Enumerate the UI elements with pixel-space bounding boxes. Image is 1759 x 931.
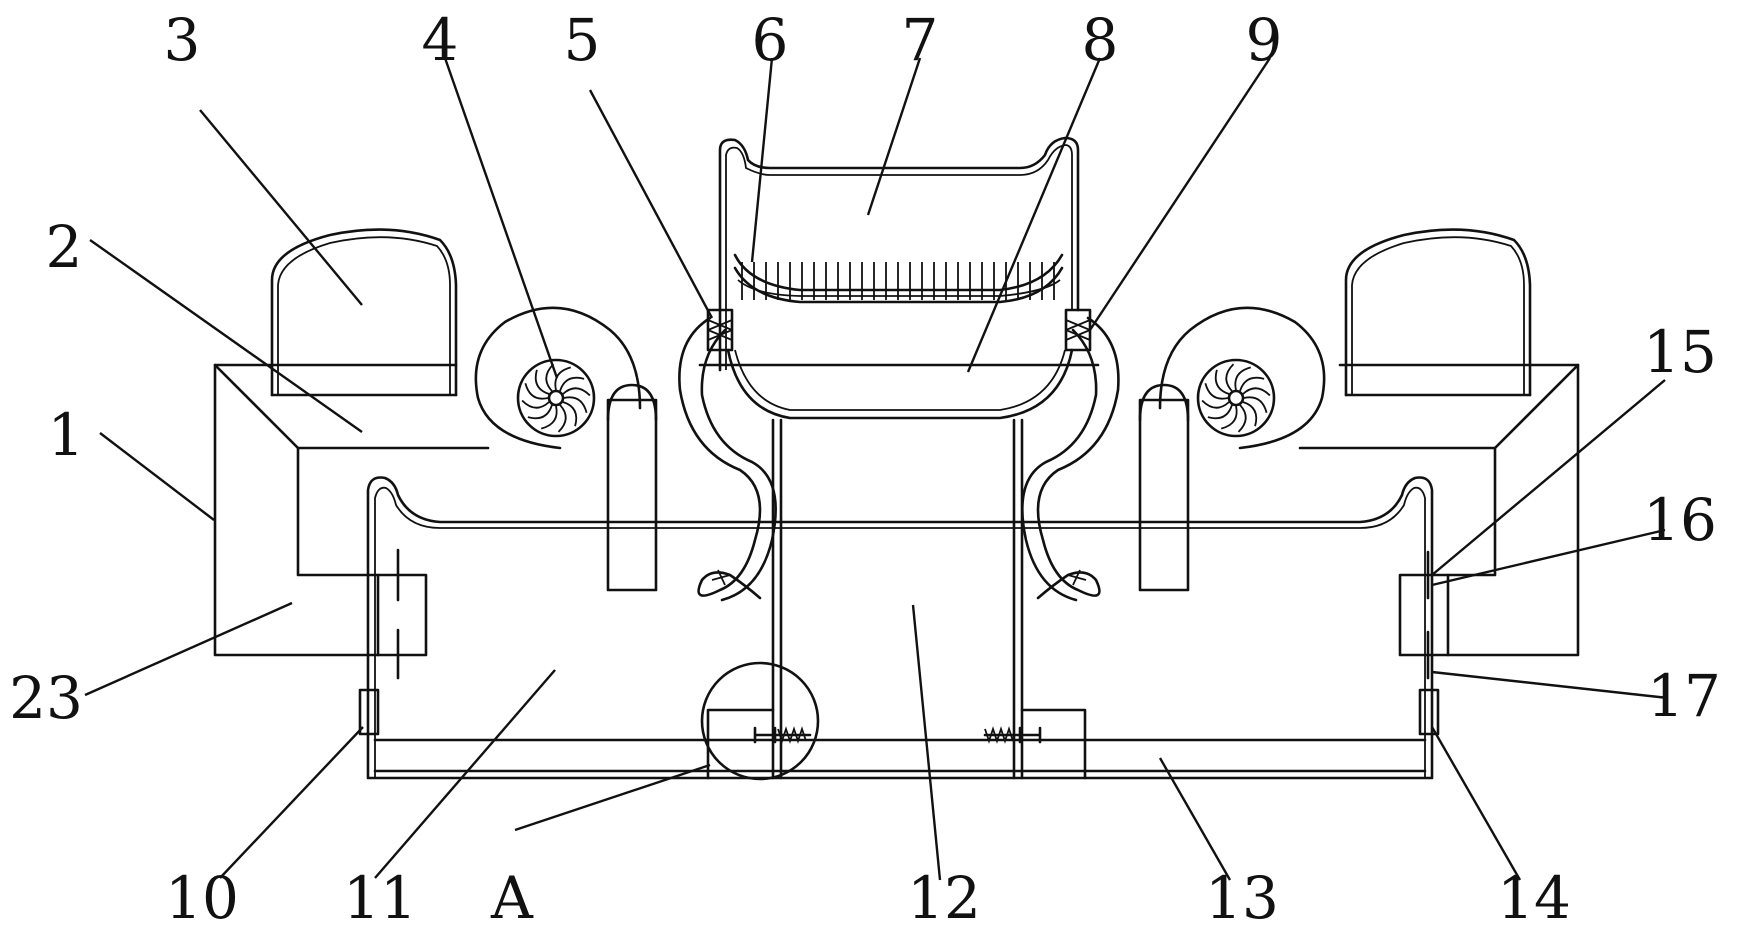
fan-blade <box>554 366 572 391</box>
right-hose <box>1021 316 1120 602</box>
fan-blade <box>563 396 588 414</box>
spring-left <box>753 726 812 744</box>
fan-blade <box>559 376 585 392</box>
leader-lines <box>84 57 1669 881</box>
left-fan-assembly <box>270 228 658 592</box>
label-17: 17 <box>1647 662 1721 730</box>
left-hose <box>678 316 777 602</box>
outer-housing <box>213 363 1580 657</box>
fan-blade <box>540 405 558 430</box>
label-14: 14 <box>1497 864 1571 931</box>
fan-blade <box>521 399 550 409</box>
fan-blade <box>534 369 550 395</box>
fan-blade <box>562 387 591 397</box>
block-9 <box>1064 308 1092 352</box>
label-9: 9 <box>1246 6 1283 74</box>
label-a: A <box>490 864 534 931</box>
fan-blade <box>1237 404 1247 433</box>
fan-blade <box>1243 396 1268 414</box>
label-10: 10 <box>165 864 239 931</box>
fan-blade <box>1234 366 1252 391</box>
label-12: 12 <box>907 864 981 931</box>
inner-cavity <box>366 476 1434 780</box>
number-labels: 1 2 3 4 5 6 7 8 9 10 11 A 12 13 14 15 16… <box>9 6 1721 931</box>
label-6: 6 <box>752 6 789 74</box>
fan-blade <box>557 404 567 433</box>
fan-blade <box>1242 387 1271 397</box>
label-15: 15 <box>1643 318 1717 386</box>
fan-blade <box>1242 401 1258 427</box>
label-23: 23 <box>9 664 83 732</box>
block-5 <box>706 308 734 352</box>
label-4: 4 <box>422 6 459 74</box>
fan-blade <box>545 363 555 392</box>
label-3: 3 <box>164 6 201 74</box>
fan-blade <box>1225 363 1235 392</box>
block-14 <box>1418 688 1440 736</box>
label-16: 16 <box>1643 486 1717 554</box>
fan-blade <box>527 404 553 420</box>
label-13: 13 <box>1205 864 1279 931</box>
label-11: 11 <box>343 864 417 931</box>
fan-blade <box>1207 404 1233 420</box>
label-2: 2 <box>46 213 83 281</box>
fan-blade <box>1220 405 1238 430</box>
fan-blade <box>1201 399 1230 409</box>
top-hopper <box>718 136 1080 420</box>
right-clamp <box>1398 550 1450 680</box>
block-10 <box>358 688 380 736</box>
fan-blade <box>562 401 578 427</box>
mesh-screen <box>737 262 1061 300</box>
label-7: 7 <box>902 6 939 74</box>
fan-blades <box>1201 363 1271 433</box>
fan-blade <box>524 382 549 400</box>
fan-blade <box>1204 382 1229 400</box>
fan-blades <box>521 363 591 433</box>
label-8: 8 <box>1082 6 1119 74</box>
label-5: 5 <box>564 6 601 74</box>
spring-right <box>983 726 1042 744</box>
mesh-line <box>737 279 1061 297</box>
fan-blade <box>1214 369 1230 395</box>
detail-circle-a <box>700 661 820 781</box>
left-clamp <box>376 548 428 680</box>
fan-blade <box>1239 376 1265 392</box>
label-1: 1 <box>48 401 85 469</box>
right-fan-assembly <box>1138 228 1532 592</box>
